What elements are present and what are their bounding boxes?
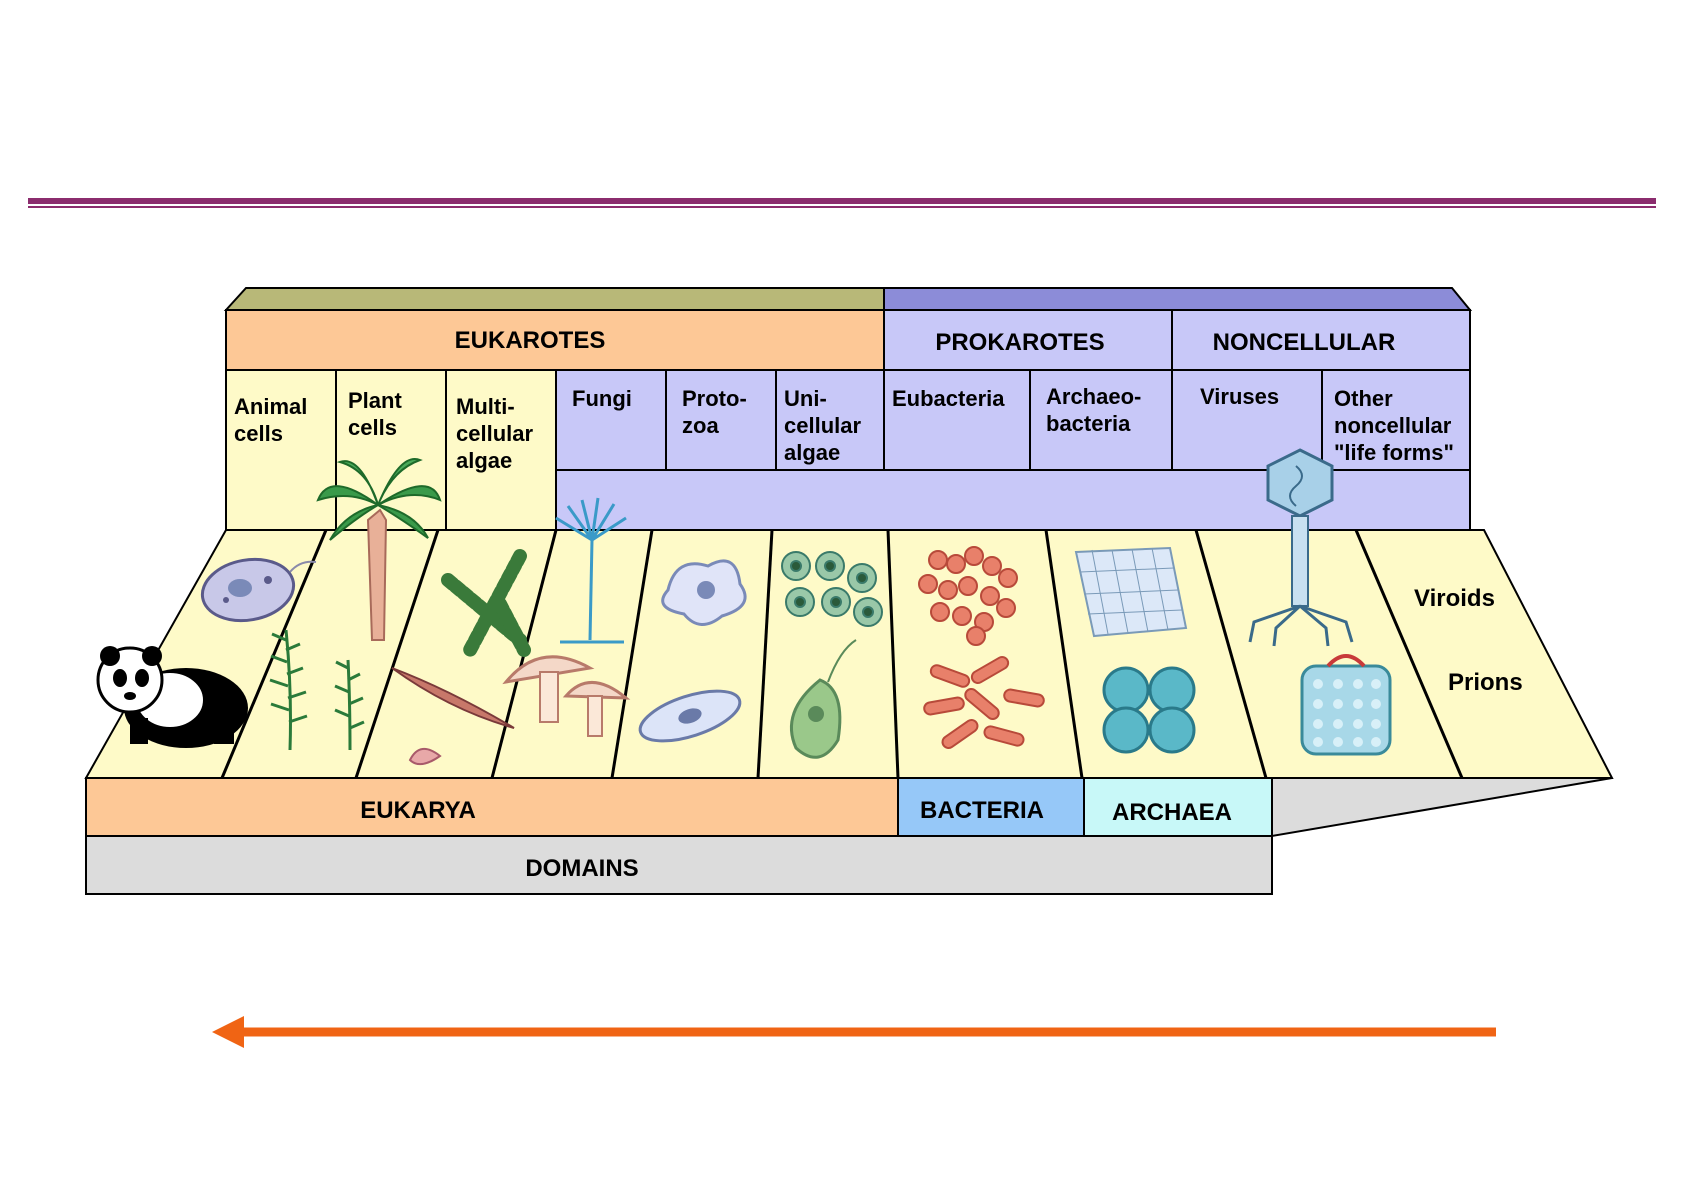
category-label-line: Archaeo- bbox=[1046, 384, 1141, 409]
category-label-line: Eubacteria bbox=[892, 386, 1005, 411]
eukarotes-band: EUKAROTES bbox=[226, 310, 884, 370]
category-label-line: noncellular bbox=[1334, 413, 1452, 438]
category-label-line: Other bbox=[1334, 386, 1393, 411]
category-viruses: Viruses bbox=[1200, 384, 1279, 409]
category-eubacteria: Eubacteria bbox=[892, 386, 1005, 411]
category-label-line: Viruses bbox=[1200, 384, 1279, 409]
noncellular-band: NONCELLULAR bbox=[1172, 310, 1470, 370]
bacteria-label: BACTERIA bbox=[920, 797, 1044, 824]
left-arrow-icon bbox=[212, 1016, 1496, 1048]
category-label-line: "life forms" bbox=[1334, 440, 1454, 465]
category-label-line: zoa bbox=[682, 413, 719, 438]
viroids-label: Viroids bbox=[1414, 585, 1495, 612]
prokarotes-label: PROKAROTES bbox=[935, 329, 1104, 356]
category-label-line: Proto- bbox=[682, 386, 747, 411]
category-label-line: Plant bbox=[348, 388, 402, 413]
category-label-line: cells bbox=[348, 415, 397, 440]
category-label-line: cells bbox=[234, 421, 283, 446]
prokarotes-band: PROKAROTES bbox=[884, 310, 1172, 370]
category-label-line: Uni- bbox=[784, 386, 827, 411]
category-label-line: bacteria bbox=[1046, 411, 1131, 436]
category-label-line: algae bbox=[456, 448, 512, 473]
archaea-sheet-icon bbox=[1076, 548, 1186, 636]
bacteria-band: BACTERIA bbox=[898, 778, 1084, 836]
eukarotes-label: EUKAROTES bbox=[455, 327, 606, 354]
category-label-line: cellular bbox=[784, 413, 861, 438]
top-edge-prokaryote bbox=[884, 288, 1470, 310]
top-edge-eukaryote bbox=[226, 288, 884, 310]
floor-side bbox=[1272, 778, 1612, 836]
category-label-line: Fungi bbox=[572, 386, 632, 411]
category-fungi: Fungi bbox=[572, 386, 632, 411]
archaea-label: ARCHAEA bbox=[1112, 799, 1232, 826]
category-label-line: Multi- bbox=[456, 394, 515, 419]
domains-label: DOMAINS bbox=[525, 855, 638, 882]
noncellular-label: NONCELLULAR bbox=[1213, 329, 1396, 356]
virus-capsid-icon bbox=[1302, 656, 1390, 754]
archaea-band: ARCHAEA bbox=[1084, 778, 1272, 836]
eukarya-band: EUKARYA bbox=[86, 778, 898, 836]
category-label-line: Animal bbox=[234, 394, 307, 419]
category-label-line: cellular bbox=[456, 421, 533, 446]
title-rule bbox=[28, 198, 1656, 208]
category-label-line: algae bbox=[784, 440, 840, 465]
prions-label: Prions bbox=[1448, 669, 1523, 696]
eukarya-label: EUKARYA bbox=[360, 797, 476, 824]
domains-band: DOMAINS bbox=[86, 836, 1272, 894]
